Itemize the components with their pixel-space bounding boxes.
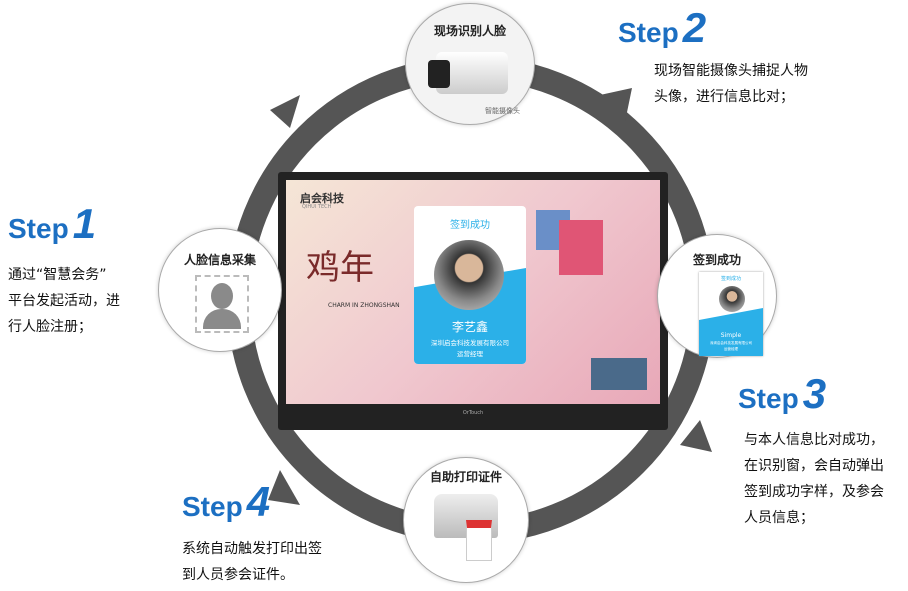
checkin-card: 签到成功 李艺鑫 深圳启会科技发展有限公司 运营经理	[414, 206, 526, 364]
banner-text: CHARM IN ZHONGSHAN	[328, 302, 400, 309]
arrow-icon	[270, 95, 300, 128]
node-checkin: 签到成功 签到成功 Simple 深圳启会科技发展有限公司 运营经理	[657, 234, 777, 358]
badge-avatar	[719, 286, 745, 312]
badge-company: 深圳启会科技发展有限公司	[710, 341, 752, 345]
badge-card: 签到成功 Simple 深圳启会科技发展有限公司 运营经理	[699, 272, 763, 356]
card-title: 签到成功	[450, 220, 490, 231]
attendee-name: 李艺鑫	[451, 320, 488, 334]
badge-title: 签到成功	[720, 276, 741, 282]
attendee-role: 运营经理	[457, 350, 483, 358]
arrow-icon	[268, 470, 300, 505]
attendee-company: 深圳启会科技发展有限公司	[431, 339, 509, 347]
step-4-heading: Step4	[182, 478, 271, 525]
lantern-red	[559, 220, 603, 275]
calligraphy-art: 鸡年	[306, 248, 374, 288]
node-face: 人脸信息采集	[158, 228, 282, 352]
node-title: 签到成功	[692, 253, 741, 267]
step-2-text: 现场智能摄像头捕捉人物头像，进行信息比对；	[654, 63, 808, 105]
step-1-heading: Step1	[8, 200, 97, 247]
node-title: 自助打印证件	[429, 470, 502, 484]
checkin-screen: 启会科技 QIHUI TECH 鸡年 CHARM IN ZHONGSHAN 签到…	[286, 180, 660, 404]
logo: 启会科技	[300, 192, 344, 205]
printed-badge	[466, 520, 492, 561]
step-3-text: 与本人信息比对成功，在识别窗，会自动弹出签到成功字样，及参会人员信息；	[744, 432, 884, 526]
step-2-heading: Step2	[618, 4, 707, 51]
step-4-text: 系统自动触发打印出签到人员参会证件。	[182, 541, 322, 583]
monitor-brand: OrTouch	[462, 410, 484, 416]
node-print: 自助打印证件	[403, 457, 529, 583]
step-1-text: 通过“智慧会务”平台发起活动，进行人脸注册；	[8, 267, 120, 335]
display-monitor: 启会科技 QIHUI TECH 鸡年 CHARM IN ZHONGSHAN 签到…	[278, 172, 668, 430]
node-camera: 现场识别人脸 智能摄像头	[405, 3, 535, 125]
logo-sub: QIHUI TECH	[302, 204, 332, 210]
arrow-icon	[680, 420, 712, 452]
node-title: 人脸信息采集	[183, 253, 256, 267]
arrow-icon	[600, 88, 632, 122]
step-3-heading: Step3	[738, 370, 827, 417]
node-title: 现场识别人脸	[433, 24, 506, 38]
face-scan-icon	[195, 275, 249, 333]
badge-name: Simple	[720, 332, 742, 339]
camera-caption: 智能摄像头	[485, 107, 520, 115]
badge-role: 运营经理	[724, 347, 738, 351]
avatar	[434, 240, 504, 310]
camera-preview	[591, 358, 647, 390]
